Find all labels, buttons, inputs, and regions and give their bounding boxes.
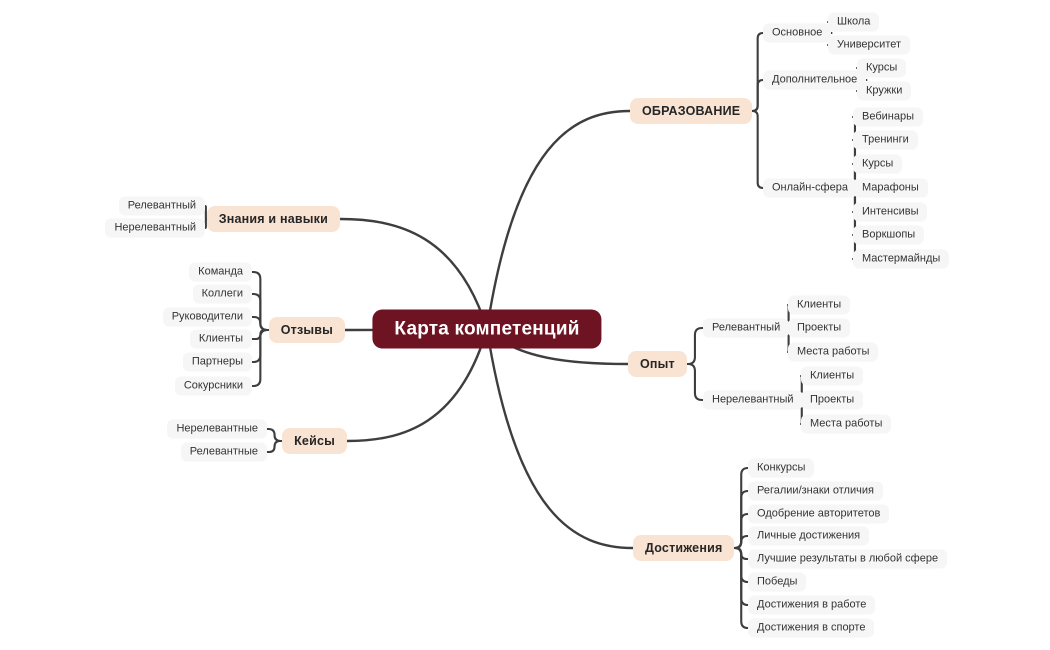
connector-line — [685, 362, 705, 402]
connector-line — [265, 439, 284, 454]
leaf-node[interactable]: Нерелевантные — [167, 419, 267, 439]
leaf-node[interactable]: Клиенты — [189, 329, 252, 349]
connector-line — [685, 326, 705, 366]
connector-line — [751, 78, 765, 113]
subtopic-node[interactable]: Онлайн-сфера — [763, 178, 857, 198]
connector-line — [851, 186, 859, 261]
connector-line — [345, 327, 489, 443]
leaf-node[interactable]: Достижения в работе — [748, 595, 876, 615]
subtopic-node[interactable]: Дополнительное — [763, 70, 867, 90]
leaf-node[interactable]: Победы — [748, 572, 807, 592]
leaf-node[interactable]: Курсы — [853, 154, 903, 174]
leaf-node[interactable]: Лучшие результаты в любой сфере — [748, 549, 948, 569]
connector-line — [733, 546, 750, 630]
connector-line — [485, 109, 632, 331]
leaf-node[interactable]: Релевантные — [180, 442, 267, 462]
leaf-node[interactable]: Проекты — [788, 318, 851, 338]
leaf-node[interactable]: Сокурсники — [174, 376, 252, 396]
connector-line — [203, 217, 208, 230]
leaf-node[interactable]: Руководители — [162, 307, 252, 327]
branch-node[interactable]: Отзывы — [268, 317, 345, 343]
leaf-node[interactable]: Школа — [828, 12, 880, 32]
leaf-node[interactable]: Коллеги — [192, 284, 252, 304]
leaf-node[interactable]: Вебинары — [853, 107, 923, 127]
connector-line — [265, 427, 284, 443]
leaf-node[interactable]: Клиенты — [801, 366, 864, 386]
branch-node[interactable]: Кейсы — [282, 428, 347, 454]
leaf-node[interactable]: Клиенты — [788, 295, 851, 315]
connector-line — [250, 328, 270, 388]
leaf-node[interactable]: Мастермайнды — [853, 249, 950, 269]
connector-line — [338, 217, 489, 331]
leaf-node[interactable]: Места работы — [788, 342, 879, 362]
leaf-node[interactable]: Интенсивы — [853, 202, 928, 222]
leaf-node[interactable]: Проекты — [801, 390, 864, 410]
leaf-node[interactable]: Нерелевантный — [105, 218, 205, 238]
branch-node[interactable]: Знания и навыки — [206, 206, 340, 232]
leaf-node[interactable]: Тренинги — [853, 130, 918, 150]
subtopic-node[interactable]: Основное — [763, 23, 832, 43]
root-node[interactable]: Карта компетенций — [372, 309, 602, 349]
leaf-node[interactable]: Места работы — [801, 414, 892, 434]
leaf-node[interactable]: Кружки — [857, 81, 912, 101]
connector-line — [250, 315, 270, 332]
leaf-node[interactable]: Достижения в спорте — [748, 618, 875, 638]
leaf-node[interactable]: Релевантный — [118, 196, 205, 216]
leaf-node[interactable]: Марафоны — [853, 178, 928, 198]
leaf-node[interactable]: Регалии/знаки отличия — [748, 481, 883, 501]
connector-line — [733, 534, 750, 550]
leaf-node[interactable]: Команда — [189, 262, 252, 282]
leaf-node[interactable]: Одобрение авторитетов — [748, 504, 890, 524]
leaf-node[interactable]: Курсы — [857, 58, 907, 78]
subtopic-node[interactable]: Релевантный — [703, 318, 790, 338]
branch-node[interactable]: Достижения — [633, 535, 735, 561]
leaf-node[interactable]: Партнеры — [182, 352, 252, 372]
leaf-node[interactable]: Университет — [828, 35, 911, 55]
leaf-node[interactable]: Воркшопы — [853, 225, 925, 245]
connector-line — [751, 109, 765, 190]
subtopic-node[interactable]: Нерелевантный — [703, 390, 803, 410]
branch-node[interactable]: Опыт — [628, 351, 687, 377]
leaf-node[interactable]: Конкурсы — [748, 458, 815, 478]
branch-node[interactable]: ОБРАЗОВАНИЕ — [630, 98, 753, 124]
connector-line — [485, 327, 635, 550]
leaf-node[interactable]: Личные достижения — [748, 526, 870, 546]
